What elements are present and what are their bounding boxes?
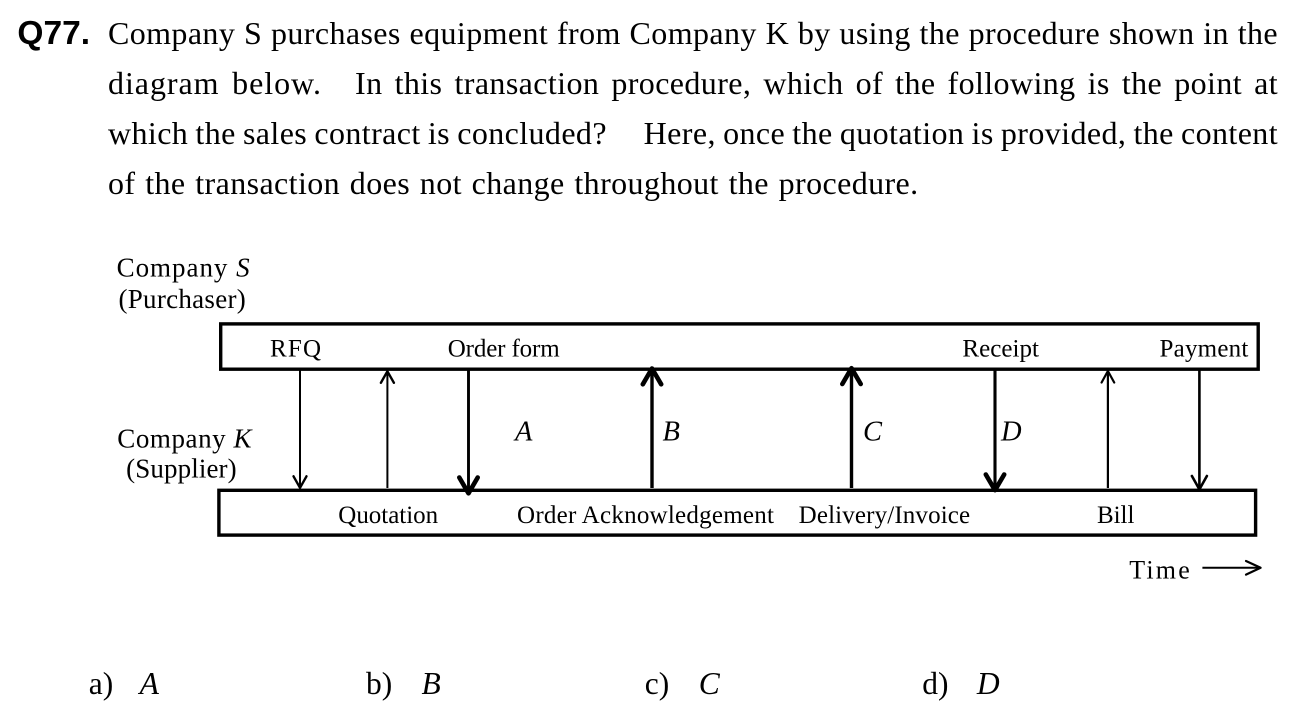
- svg-text:Time: Time: [1129, 555, 1190, 584]
- svg-text:A: A: [138, 666, 160, 701]
- svg-text:Bill: Bill: [1097, 502, 1134, 529]
- svg-text:Payment: Payment: [1160, 335, 1249, 362]
- svg-text:C: C: [863, 416, 883, 447]
- svg-text:(Purchaser): (Purchaser): [118, 284, 245, 314]
- svg-text:Order form: Order form: [448, 335, 561, 362]
- svg-text:d): d): [922, 666, 948, 701]
- svg-text:D: D: [976, 666, 1000, 701]
- svg-text:Company S: Company S: [117, 253, 251, 283]
- svg-text:D: D: [1000, 416, 1022, 447]
- svg-text:b): b): [366, 666, 392, 701]
- svg-text:Delivery/Invoice: Delivery/Invoice: [799, 502, 971, 529]
- svg-text:C: C: [699, 666, 721, 701]
- svg-text:Order Acknowledgement: Order Acknowledgement: [517, 502, 774, 529]
- svg-text:A: A: [513, 416, 533, 447]
- svg-text:Receipt: Receipt: [962, 335, 1039, 362]
- svg-text:Quotation: Quotation: [338, 502, 438, 529]
- svg-text:B: B: [422, 666, 441, 701]
- svg-text:a): a): [89, 666, 113, 701]
- svg-text:(Supplier): (Supplier): [126, 453, 237, 483]
- svg-text:B: B: [663, 416, 680, 447]
- svg-text:Company K: Company K: [117, 424, 253, 454]
- svg-text:c): c): [645, 666, 669, 701]
- svg-text:RFQ: RFQ: [270, 335, 321, 362]
